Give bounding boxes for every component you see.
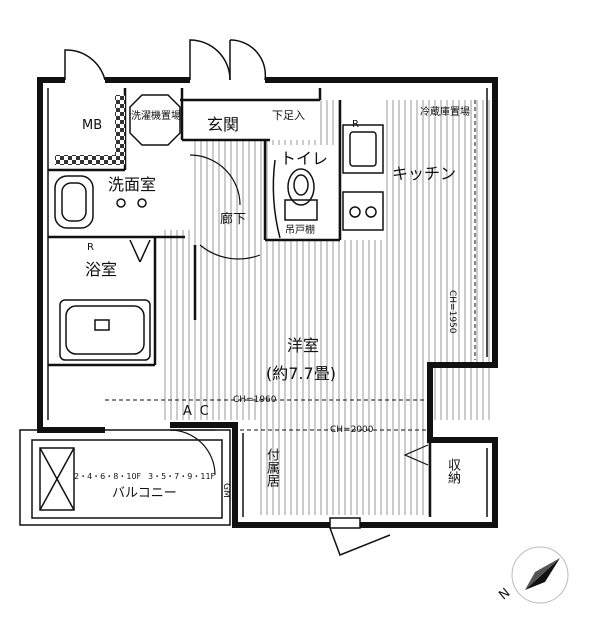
bathtub bbox=[59, 239, 151, 361]
mb-frame bbox=[55, 95, 125, 165]
toilet-label: トイレ bbox=[280, 149, 329, 168]
closet-label: 付属居 bbox=[264, 448, 279, 487]
corridor-door bbox=[189, 154, 261, 260]
mb-label: MB bbox=[82, 118, 103, 133]
mb-r-mark: R bbox=[87, 242, 94, 253]
washer-label: 洗濯機置場 bbox=[131, 111, 181, 122]
balcony-label: バルコニー bbox=[112, 486, 177, 501]
ac-label: AC bbox=[183, 404, 217, 419]
gm-label: GM bbox=[221, 483, 231, 498]
western-floor-lower bbox=[260, 420, 430, 515]
corridor-floor bbox=[190, 140, 270, 245]
entrance-label: 玄関 bbox=[207, 115, 240, 134]
storage-label: 収納 bbox=[445, 458, 460, 484]
bath-label: 浴室 bbox=[85, 260, 118, 279]
corridor-label: 廊下 bbox=[220, 212, 247, 227]
ch-1950-label: CH=1950 bbox=[447, 290, 457, 334]
washer-space bbox=[129, 94, 181, 146]
balcony-floors-a: 2・4・6・8・10F bbox=[74, 472, 142, 481]
western-room-label: 洋室 bbox=[287, 336, 320, 355]
fridge-label: 冷蔵庫置場 bbox=[420, 107, 470, 118]
balcony-floors-b: 3・5・7・9・11F bbox=[148, 472, 216, 481]
closet-arrow bbox=[403, 444, 429, 466]
shelf-label: 吊戸棚 bbox=[285, 225, 315, 236]
western-room-size: (約7.7畳) bbox=[266, 364, 336, 383]
shoe-box-label: 下足入 bbox=[272, 109, 305, 122]
toilet-fixture bbox=[272, 159, 318, 239]
entrance-door bbox=[64, 39, 267, 81]
ch-1960-label: CH=1960 bbox=[233, 395, 277, 405]
window bbox=[329, 517, 391, 556]
compass bbox=[511, 546, 569, 604]
washroom-label: 洗面室 bbox=[108, 175, 157, 194]
balcony bbox=[19, 429, 231, 526]
bath-r-mark: R bbox=[352, 119, 359, 130]
kitchen-fixtures bbox=[342, 124, 384, 231]
kitchen-label: キッチン bbox=[392, 164, 457, 183]
washbasin bbox=[54, 175, 147, 229]
ch-2000-label: CH=2000 bbox=[330, 425, 374, 435]
